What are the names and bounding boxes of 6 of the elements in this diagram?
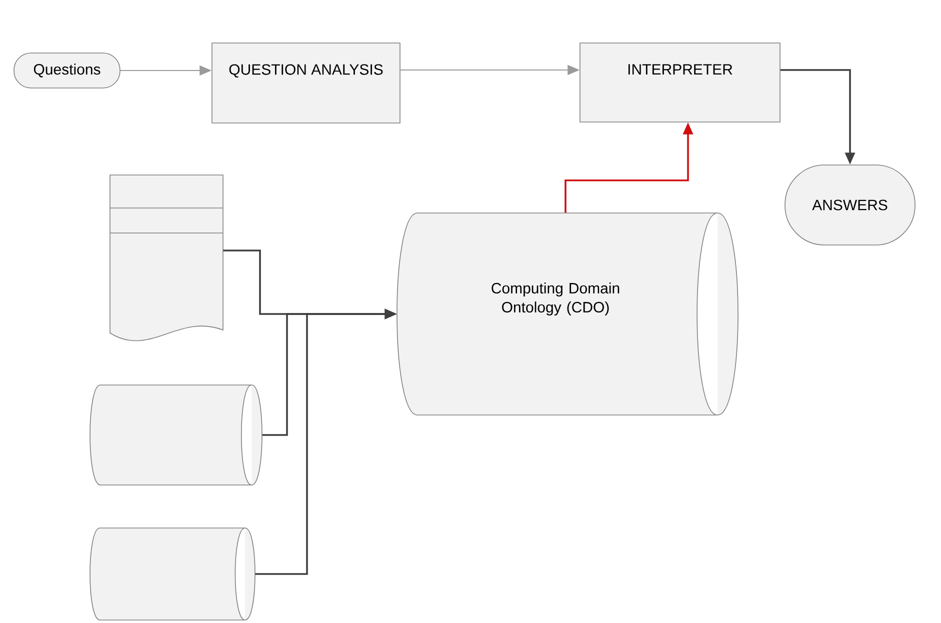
document-shape (110, 174, 224, 342)
process-box: QUESTION ANALYSIS (212, 42, 400, 124)
database-cylinder (90, 384, 262, 486)
database-cylinder (90, 528, 256, 620)
process-box: INTERPRETER (580, 42, 780, 122)
database-cylinder: Computing Domain Ontology (CDO) (396, 212, 738, 416)
